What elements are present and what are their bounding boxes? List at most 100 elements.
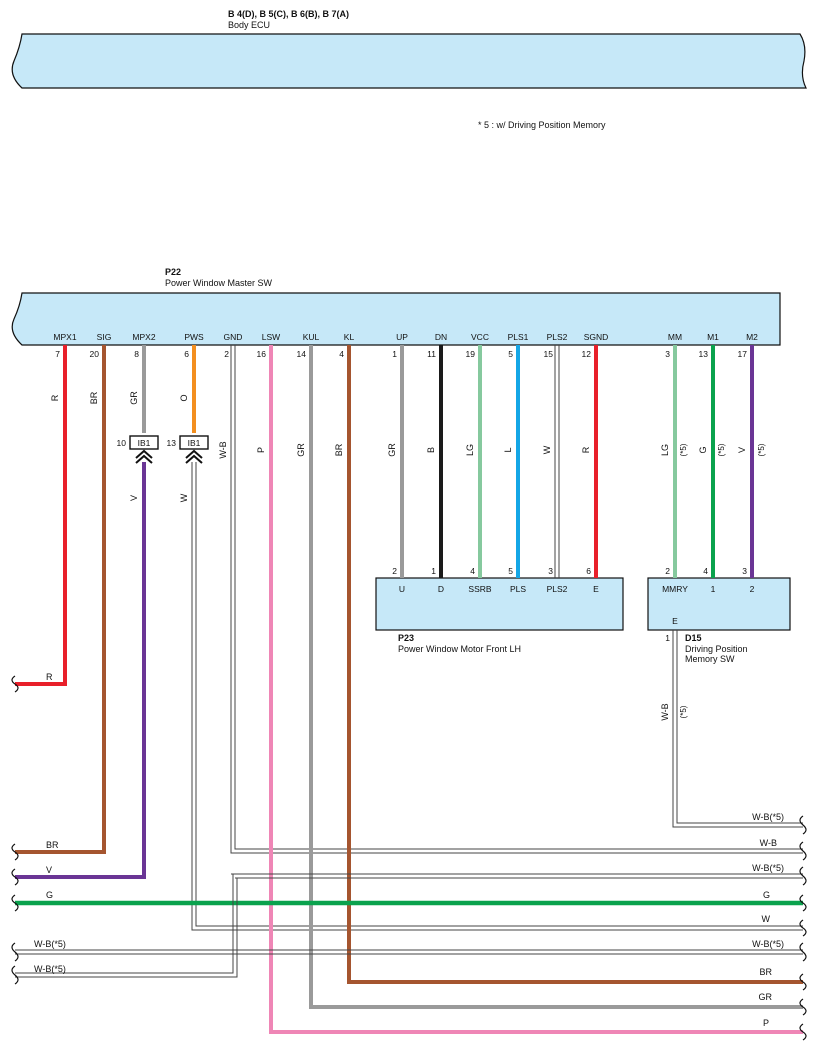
term-kul: KUL xyxy=(303,332,320,342)
motor-pin-pls: 5 xyxy=(508,566,513,576)
pin-pls1: 5 xyxy=(508,349,513,359)
pin-mm: 3 xyxy=(665,349,670,359)
motor-term-d: D xyxy=(438,584,444,594)
wl-mpx2-down: V xyxy=(129,495,139,501)
motor-pin-ssrb: 4 xyxy=(470,566,475,576)
vertical-wire-labels: R BR GR V O W W-B P GR BR GR B LG L W R … xyxy=(50,391,766,721)
wl-sgnd: R xyxy=(581,446,591,453)
pin-m2: 17 xyxy=(738,349,748,359)
term-lsw: LSW xyxy=(262,332,280,342)
wl-pls2: W xyxy=(542,445,552,454)
ll-g: G xyxy=(46,890,53,900)
wl-dn: B xyxy=(426,447,436,453)
wl-mpx1: R xyxy=(50,394,60,401)
junction-b-label: IB1 xyxy=(188,438,201,448)
motor-pin-e: 6 xyxy=(586,566,591,576)
memsw-pin-2: 3 xyxy=(742,566,747,576)
pin-kul: 14 xyxy=(297,349,307,359)
left-break-marks xyxy=(11,675,19,985)
pin-sig: 20 xyxy=(90,349,100,359)
wl-m1: G xyxy=(698,446,708,453)
junction-a-chevron xyxy=(135,449,153,464)
pin-pls2: 15 xyxy=(544,349,554,359)
wire-pws-down xyxy=(191,462,803,931)
memsw-pin-mmry: 2 xyxy=(665,566,670,576)
rl-p: P xyxy=(763,1018,769,1028)
wire-mpx1 xyxy=(15,345,67,686)
term-up: UP xyxy=(396,332,408,342)
motor-term-ssrb: SSRB xyxy=(468,584,491,594)
wire-mpx2-down xyxy=(15,462,146,879)
wl-vcc: LG xyxy=(465,444,475,456)
wl-pws-up: O xyxy=(179,394,189,401)
wire-sig xyxy=(15,345,106,854)
memsw-term-2: 2 xyxy=(750,584,755,594)
master-sw-name: Power Window Master SW xyxy=(165,278,273,288)
term-sgnd: SGND xyxy=(584,332,609,342)
wire-memsw-e xyxy=(672,630,803,828)
term-kl: KL xyxy=(344,332,355,342)
rl-wb-star2: W-B(*5) xyxy=(752,863,784,873)
term-m2: M2 xyxy=(746,332,758,342)
memory-sw-terminals: MMRY 1 2 E 2 4 3 1 xyxy=(662,566,755,643)
junction-ib1-b: IB1 13 xyxy=(167,435,209,464)
motor-box xyxy=(375,577,624,631)
memory-sw-code: D15 xyxy=(685,633,702,643)
rl-wb-star1: W-B(*5) xyxy=(752,812,784,822)
pin-sgnd: 12 xyxy=(582,349,592,359)
term-gnd: GND xyxy=(224,332,243,342)
memsw-term-1: 1 xyxy=(711,584,716,594)
pin-dn: 11 xyxy=(427,349,436,359)
ll-br: BR xyxy=(46,840,59,850)
memsw-term-e: E xyxy=(672,616,678,626)
wire-pls2 xyxy=(554,345,560,578)
wl-m1-star: (*5) xyxy=(717,443,726,456)
rl-br: BR xyxy=(759,967,772,977)
rl-wb: W-B xyxy=(760,838,777,848)
wl-mm: LG xyxy=(660,444,670,456)
ecu-connectors: B 4(D), B 5(C), B 6(B), B 7(A) xyxy=(228,9,349,19)
junction-a-pin: 10 xyxy=(117,438,127,448)
master-sw-pins: 7 20 8 6 2 16 14 4 1 11 19 5 15 12 3 13 … xyxy=(55,349,747,359)
motor-pin-d: 1 xyxy=(431,566,436,576)
rl-gr: GR xyxy=(759,992,773,1002)
memory-sw-box xyxy=(647,577,791,631)
motor-terminals: U D SSRB PLS PLS2 E 2 1 4 5 3 6 xyxy=(392,566,599,594)
rl-g: G xyxy=(763,890,770,900)
memory-sw-name-line1: Driving Position xyxy=(685,644,748,654)
wl-gnd: W-B xyxy=(218,441,228,458)
wire-wb-star-right-2 xyxy=(15,949,803,955)
pin-kl: 4 xyxy=(339,349,344,359)
motor-name: Power Window Motor Front LH xyxy=(398,644,521,654)
master-sw-code: P22 xyxy=(165,267,181,277)
wl-pls1: L xyxy=(503,447,513,452)
wire-wb-star-left xyxy=(15,874,238,978)
wl-kl: BR xyxy=(334,443,344,456)
memsw-term-mmry: MMRY xyxy=(662,584,688,594)
term-vcc: VCC xyxy=(471,332,489,342)
motor-term-e: E xyxy=(593,584,599,594)
junction-b-pin: 13 xyxy=(167,438,177,448)
ll-wb2: W-B(*5) xyxy=(34,964,66,974)
pin-m1: 13 xyxy=(699,349,709,359)
motor-term-u: U xyxy=(399,584,405,594)
pin-up: 1 xyxy=(392,349,397,359)
master-sw-box xyxy=(11,292,781,346)
right-labels: W-B(*5) W-B W-B(*5) G W W-B(*5) BR GR P xyxy=(752,812,784,1028)
memsw-pin-1: 4 xyxy=(703,566,708,576)
left-labels: R BR V G W-B(*5) W-B(*5) xyxy=(34,672,66,974)
wire-kul xyxy=(309,345,803,1009)
term-sig: SIG xyxy=(97,332,112,342)
term-mpx2: MPX2 xyxy=(132,332,155,342)
wire-kl xyxy=(347,345,803,984)
ll-v: V xyxy=(46,865,52,875)
wire-gnd xyxy=(230,345,803,854)
rl-w: W xyxy=(762,914,771,924)
pin-vcc: 19 xyxy=(466,349,476,359)
wl-mm-star: (*5) xyxy=(679,443,688,456)
wl-m2-star: (*5) xyxy=(757,443,766,456)
memory-sw-name-line2: Memory SW xyxy=(685,654,735,664)
term-pls1: PLS1 xyxy=(508,332,529,342)
wires xyxy=(15,345,803,1034)
wl-pws-down: W xyxy=(179,493,189,502)
